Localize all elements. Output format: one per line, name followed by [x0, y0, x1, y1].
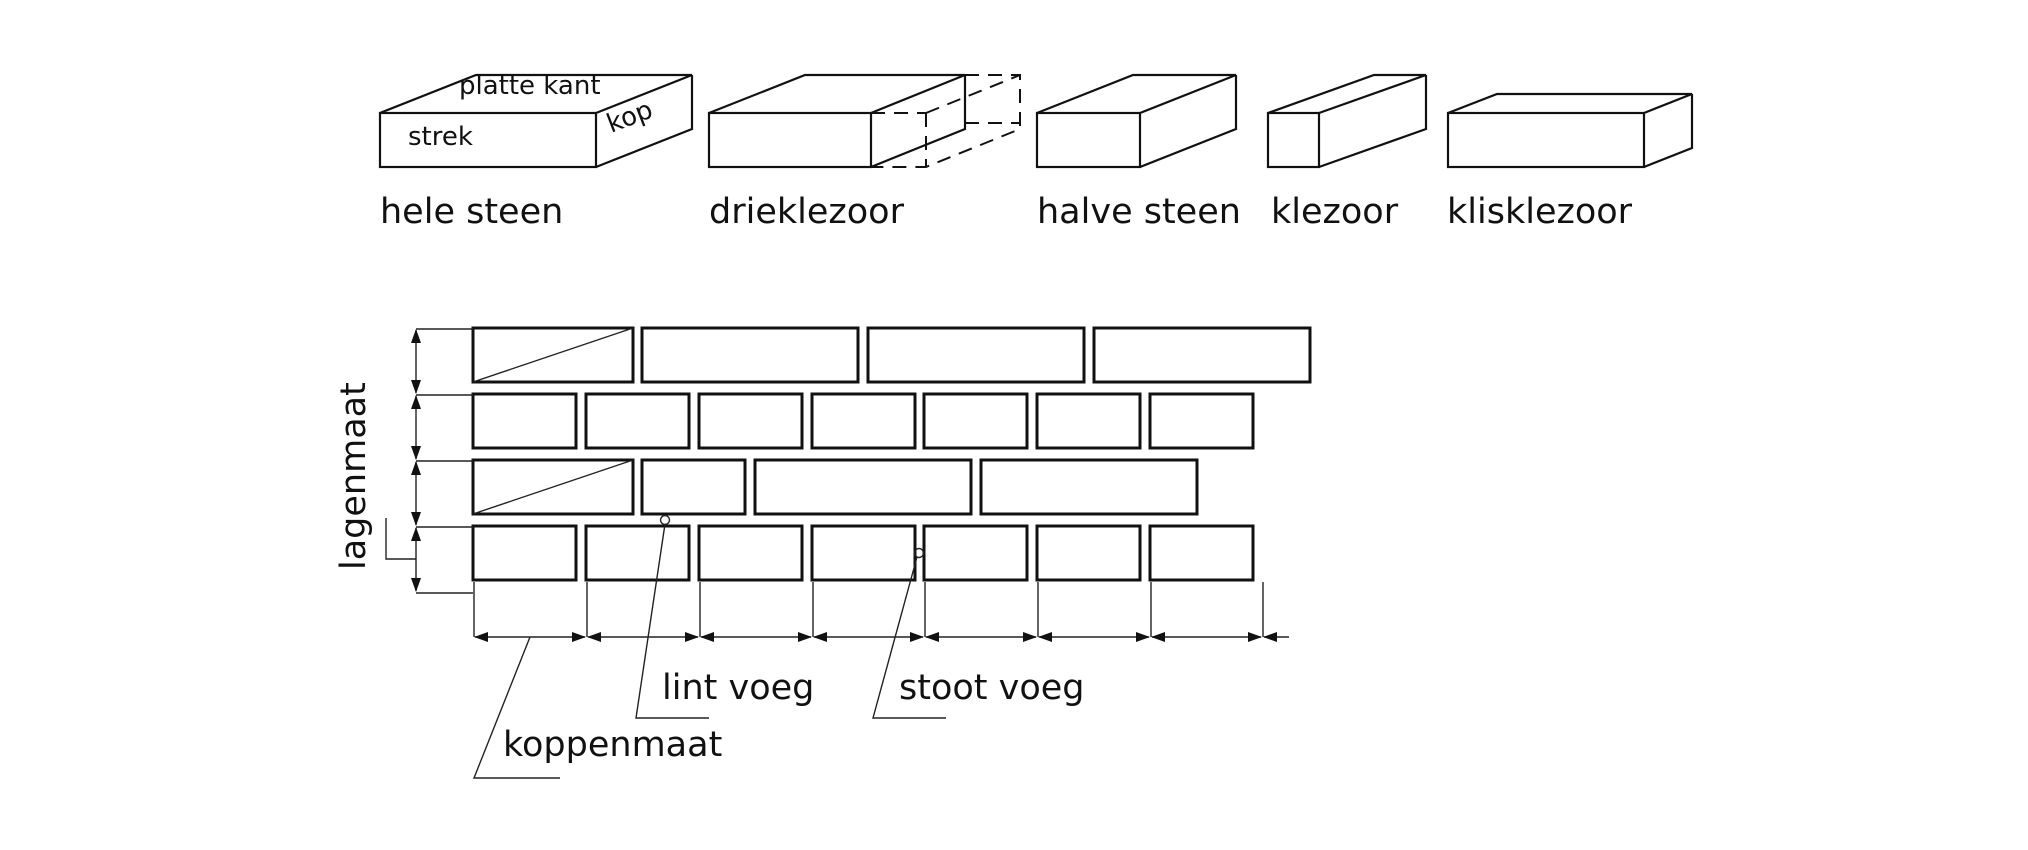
brick-klezoor	[1266, 73, 1428, 169]
label-hele-steen: hele steen	[380, 192, 563, 232]
label-kop: kop	[603, 95, 657, 140]
lint-voeg-leader	[635, 514, 709, 719]
label-drieklezoor: drieklezoor	[709, 192, 905, 232]
brick-halve-steen	[1035, 73, 1238, 169]
wall-course-2	[471, 392, 1255, 450]
brick-hele-steen: platte kant strek kop	[378, 71, 694, 169]
wall-course-3	[471, 458, 1199, 516]
label-klezoor: klezoor	[1271, 192, 1399, 232]
label-lagenmaat: lagenmaat	[334, 382, 374, 570]
koppenmaat-dimension	[472, 582, 1289, 779]
stoot-voeg-leader	[872, 547, 946, 719]
label-strek: strek	[408, 122, 473, 152]
label-koppenmaat: koppenmaat	[503, 725, 722, 765]
label-stoot-voeg: stoot voeg	[899, 668, 1085, 708]
brick-klisklezoor	[1446, 92, 1694, 169]
label-platte-kant: platte kant	[459, 71, 601, 101]
lagenmaat-dimension	[385, 328, 473, 594]
label-halve-steen: halve steen	[1037, 192, 1241, 232]
wall-course-1	[471, 326, 1312, 384]
label-lint-voeg: lint voeg	[662, 668, 814, 708]
brick-drieklezoor	[707, 73, 1021, 169]
label-klisklezoor: klisklezoor	[1447, 192, 1633, 232]
wall-course-4	[471, 524, 1255, 582]
